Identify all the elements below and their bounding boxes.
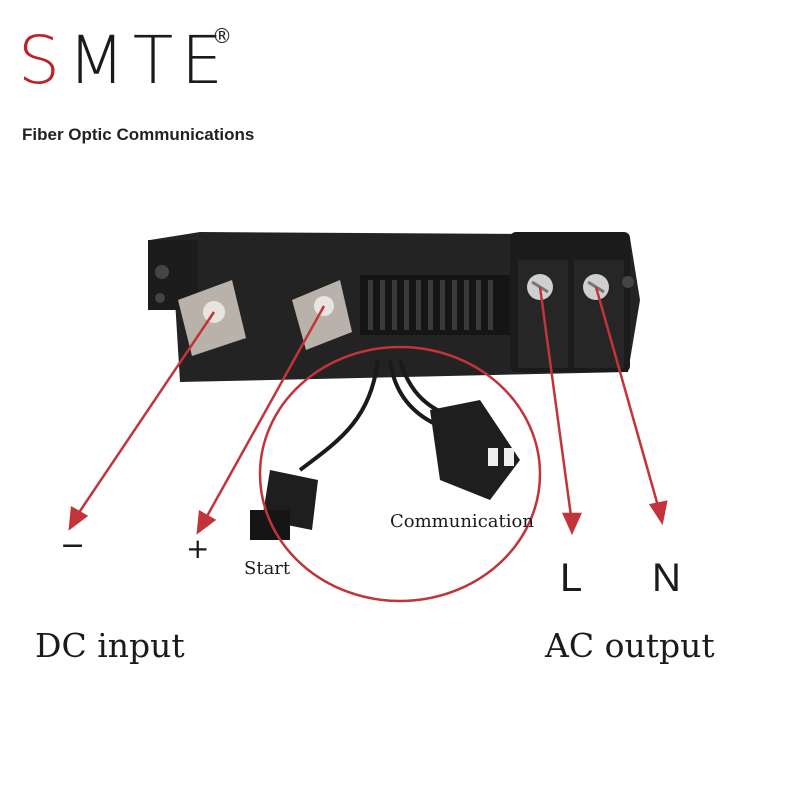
brand-logo: SMTE — [18, 28, 231, 94]
highlight-circle — [258, 345, 542, 603]
plug-start — [250, 470, 318, 540]
dc-minus-label: − — [60, 528, 86, 563]
ac-n-label: N — [652, 556, 681, 600]
ac-output-label: AC output — [545, 626, 715, 665]
connector-body — [148, 232, 640, 382]
dc-input-label: DC input — [35, 626, 185, 665]
brand-name-rest: MTE — [67, 22, 231, 99]
brand-name: SMTE — [18, 28, 231, 94]
communication-label: Communication — [390, 511, 534, 532]
brand-tagline: Fiber Optic Communications — [22, 125, 255, 144]
ac-l-label: L — [560, 556, 583, 600]
plug-communication — [430, 400, 520, 500]
brand-initial: S — [18, 22, 68, 99]
dc-terminals — [178, 280, 352, 356]
arrows — [68, 286, 668, 536]
registered-mark: ® — [212, 24, 232, 48]
start-label: Start — [244, 558, 291, 579]
dc-plus-label: + — [186, 532, 210, 565]
